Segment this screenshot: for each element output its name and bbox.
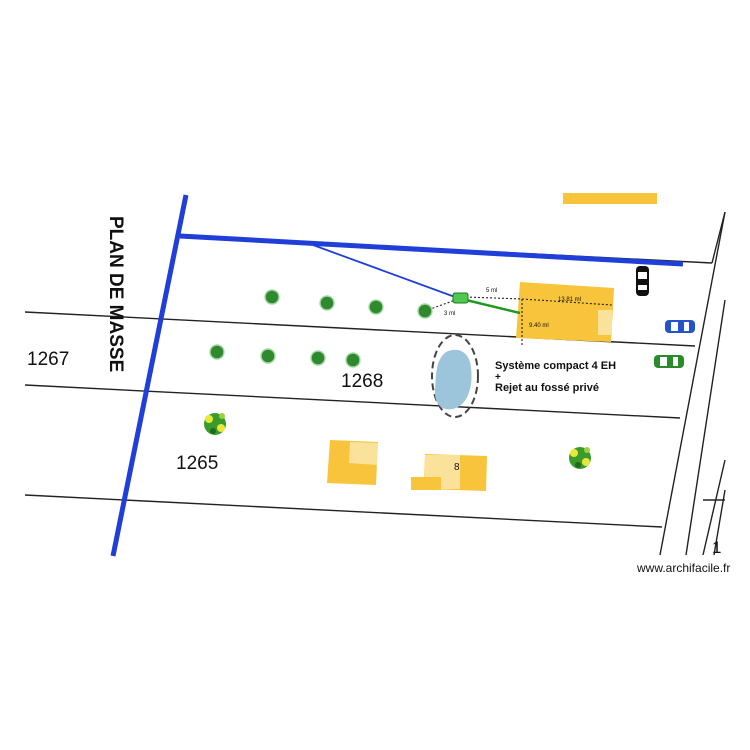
system-label-line-2: + — [495, 372, 501, 383]
parcel-number-1268: 1268 — [341, 371, 383, 392]
plan-title: PLAN DE MASSE — [105, 216, 126, 372]
dimension-13-81-ml: 13.81 ml — [558, 297, 581, 303]
pond — [431, 334, 479, 418]
car-blue — [665, 320, 695, 333]
car-green — [654, 355, 684, 368]
parcel-number-1265: 1265 — [176, 453, 218, 474]
building-lower-left — [327, 440, 378, 485]
parcel-number-1267: 1267 — [27, 349, 69, 370]
property-boundary — [110, 194, 684, 557]
system-label-line-1: Système compact 4 EH — [495, 360, 616, 372]
house-number: 8 — [454, 462, 460, 473]
neighbor-building-top — [563, 193, 657, 204]
round-trees — [209, 289, 433, 368]
dimension-3-ml: 3 ml — [444, 311, 455, 317]
septic-tank — [452, 292, 469, 304]
dimension-5-ml: 5 ml — [486, 288, 497, 294]
dimension-9-40-ml: 9.40 ml — [529, 323, 549, 329]
system-label-line-3: Rejet au fossé privé — [495, 382, 599, 394]
outlet-pipe — [465, 298, 521, 315]
building-lower-right — [411, 454, 487, 491]
bush-left — [204, 413, 226, 435]
bush-right — [569, 447, 591, 469]
car-black — [636, 266, 649, 296]
main-house — [516, 282, 614, 342]
watermark[interactable]: www.archifacile.fr — [636, 561, 730, 575]
edge-number: 1 — [712, 538, 721, 557]
